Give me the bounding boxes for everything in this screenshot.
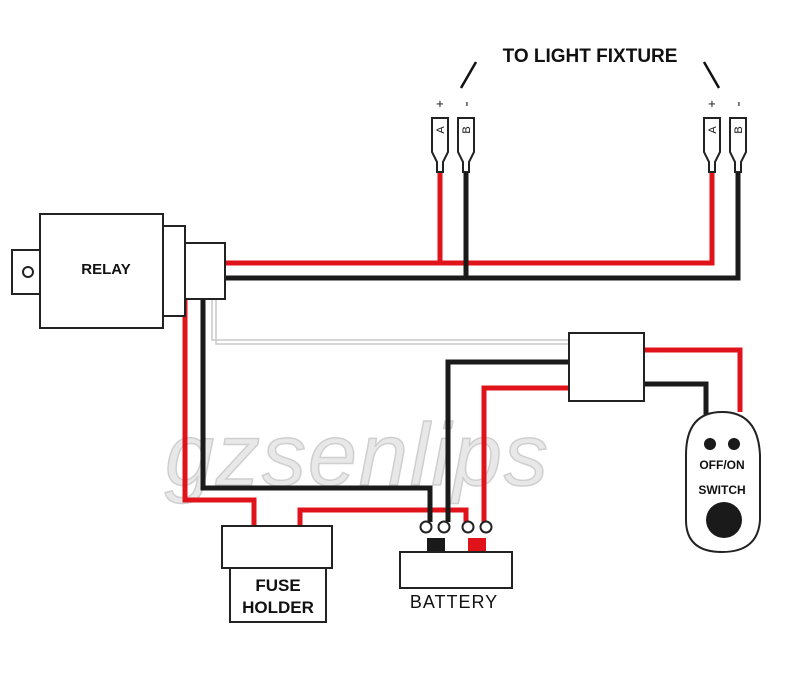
black-wire-to-switch	[644, 381, 709, 420]
black-wire-relay-to-light	[225, 170, 741, 281]
battery: BATTERY	[399, 520, 513, 612]
switch-indicator-left	[704, 438, 716, 450]
relay-label: RELAY	[81, 261, 130, 278]
switch-button	[706, 502, 742, 538]
relay-mount-hole	[22, 266, 34, 278]
connector-right-b-label: B	[733, 126, 745, 133]
relay-plug	[184, 242, 226, 300]
red-wire-battery-plus	[481, 385, 570, 522]
connector-left-b	[457, 117, 475, 173]
battery-negative-post	[427, 538, 445, 552]
connector-left-a-label: A	[435, 126, 447, 134]
fuse-label-line1: FUSE	[255, 576, 300, 595]
black-wires	[200, 170, 741, 522]
connector-right-b	[729, 117, 747, 173]
title: TO LIGHT FIXTURE	[503, 46, 678, 67]
connector-right-a-label: A	[707, 126, 719, 134]
battery-ring-terminals	[419, 520, 493, 534]
fuse-label-line2: HOLDER	[242, 598, 314, 617]
relay-collar	[162, 225, 186, 317]
battery-body	[399, 551, 513, 589]
connector-right-plus: +	[704, 100, 719, 108]
relay-mount-tab	[11, 249, 45, 295]
black-wire-relay-to-battery	[200, 300, 433, 522]
connector-right-a	[703, 117, 721, 173]
battery-positive-post	[468, 538, 486, 552]
red-wires	[182, 170, 743, 526]
switch-label-line1: OFF/ON	[699, 458, 744, 472]
relay: RELAY	[11, 213, 226, 329]
red-wire-relay-to-light	[225, 170, 715, 266]
red-wire-to-switch	[644, 347, 743, 412]
connector-left-a	[431, 117, 449, 173]
connector-left: A B + -	[431, 100, 475, 173]
switch-label-line2: SWITCH	[698, 483, 745, 497]
junction-box	[568, 332, 645, 402]
fuse-holder-cap	[221, 525, 333, 569]
switch-indicator-right	[728, 438, 740, 450]
black-wire-battery-minus	[445, 359, 570, 522]
connector-right: A B + -	[703, 100, 747, 173]
red-wire-relay-to-fuse	[182, 300, 257, 526]
switch: OFF/ON SWITCH	[685, 410, 761, 554]
red-wire-fuse-to-battery	[297, 507, 469, 526]
title-bracket-right	[702, 61, 721, 89]
fuse-holder-body	[229, 567, 327, 623]
connector-left-minus: -	[458, 102, 475, 107]
relay-body	[39, 213, 164, 329]
fuse-holder: FUSE HOLDER	[221, 525, 333, 623]
connector-left-b-label: B	[461, 126, 473, 133]
connector-left-plus: +	[432, 100, 447, 108]
battery-label: BATTERY	[410, 592, 498, 612]
gray-wires	[211, 300, 570, 345]
title-bracket-left	[459, 61, 478, 89]
connector-right-minus: -	[730, 102, 747, 107]
